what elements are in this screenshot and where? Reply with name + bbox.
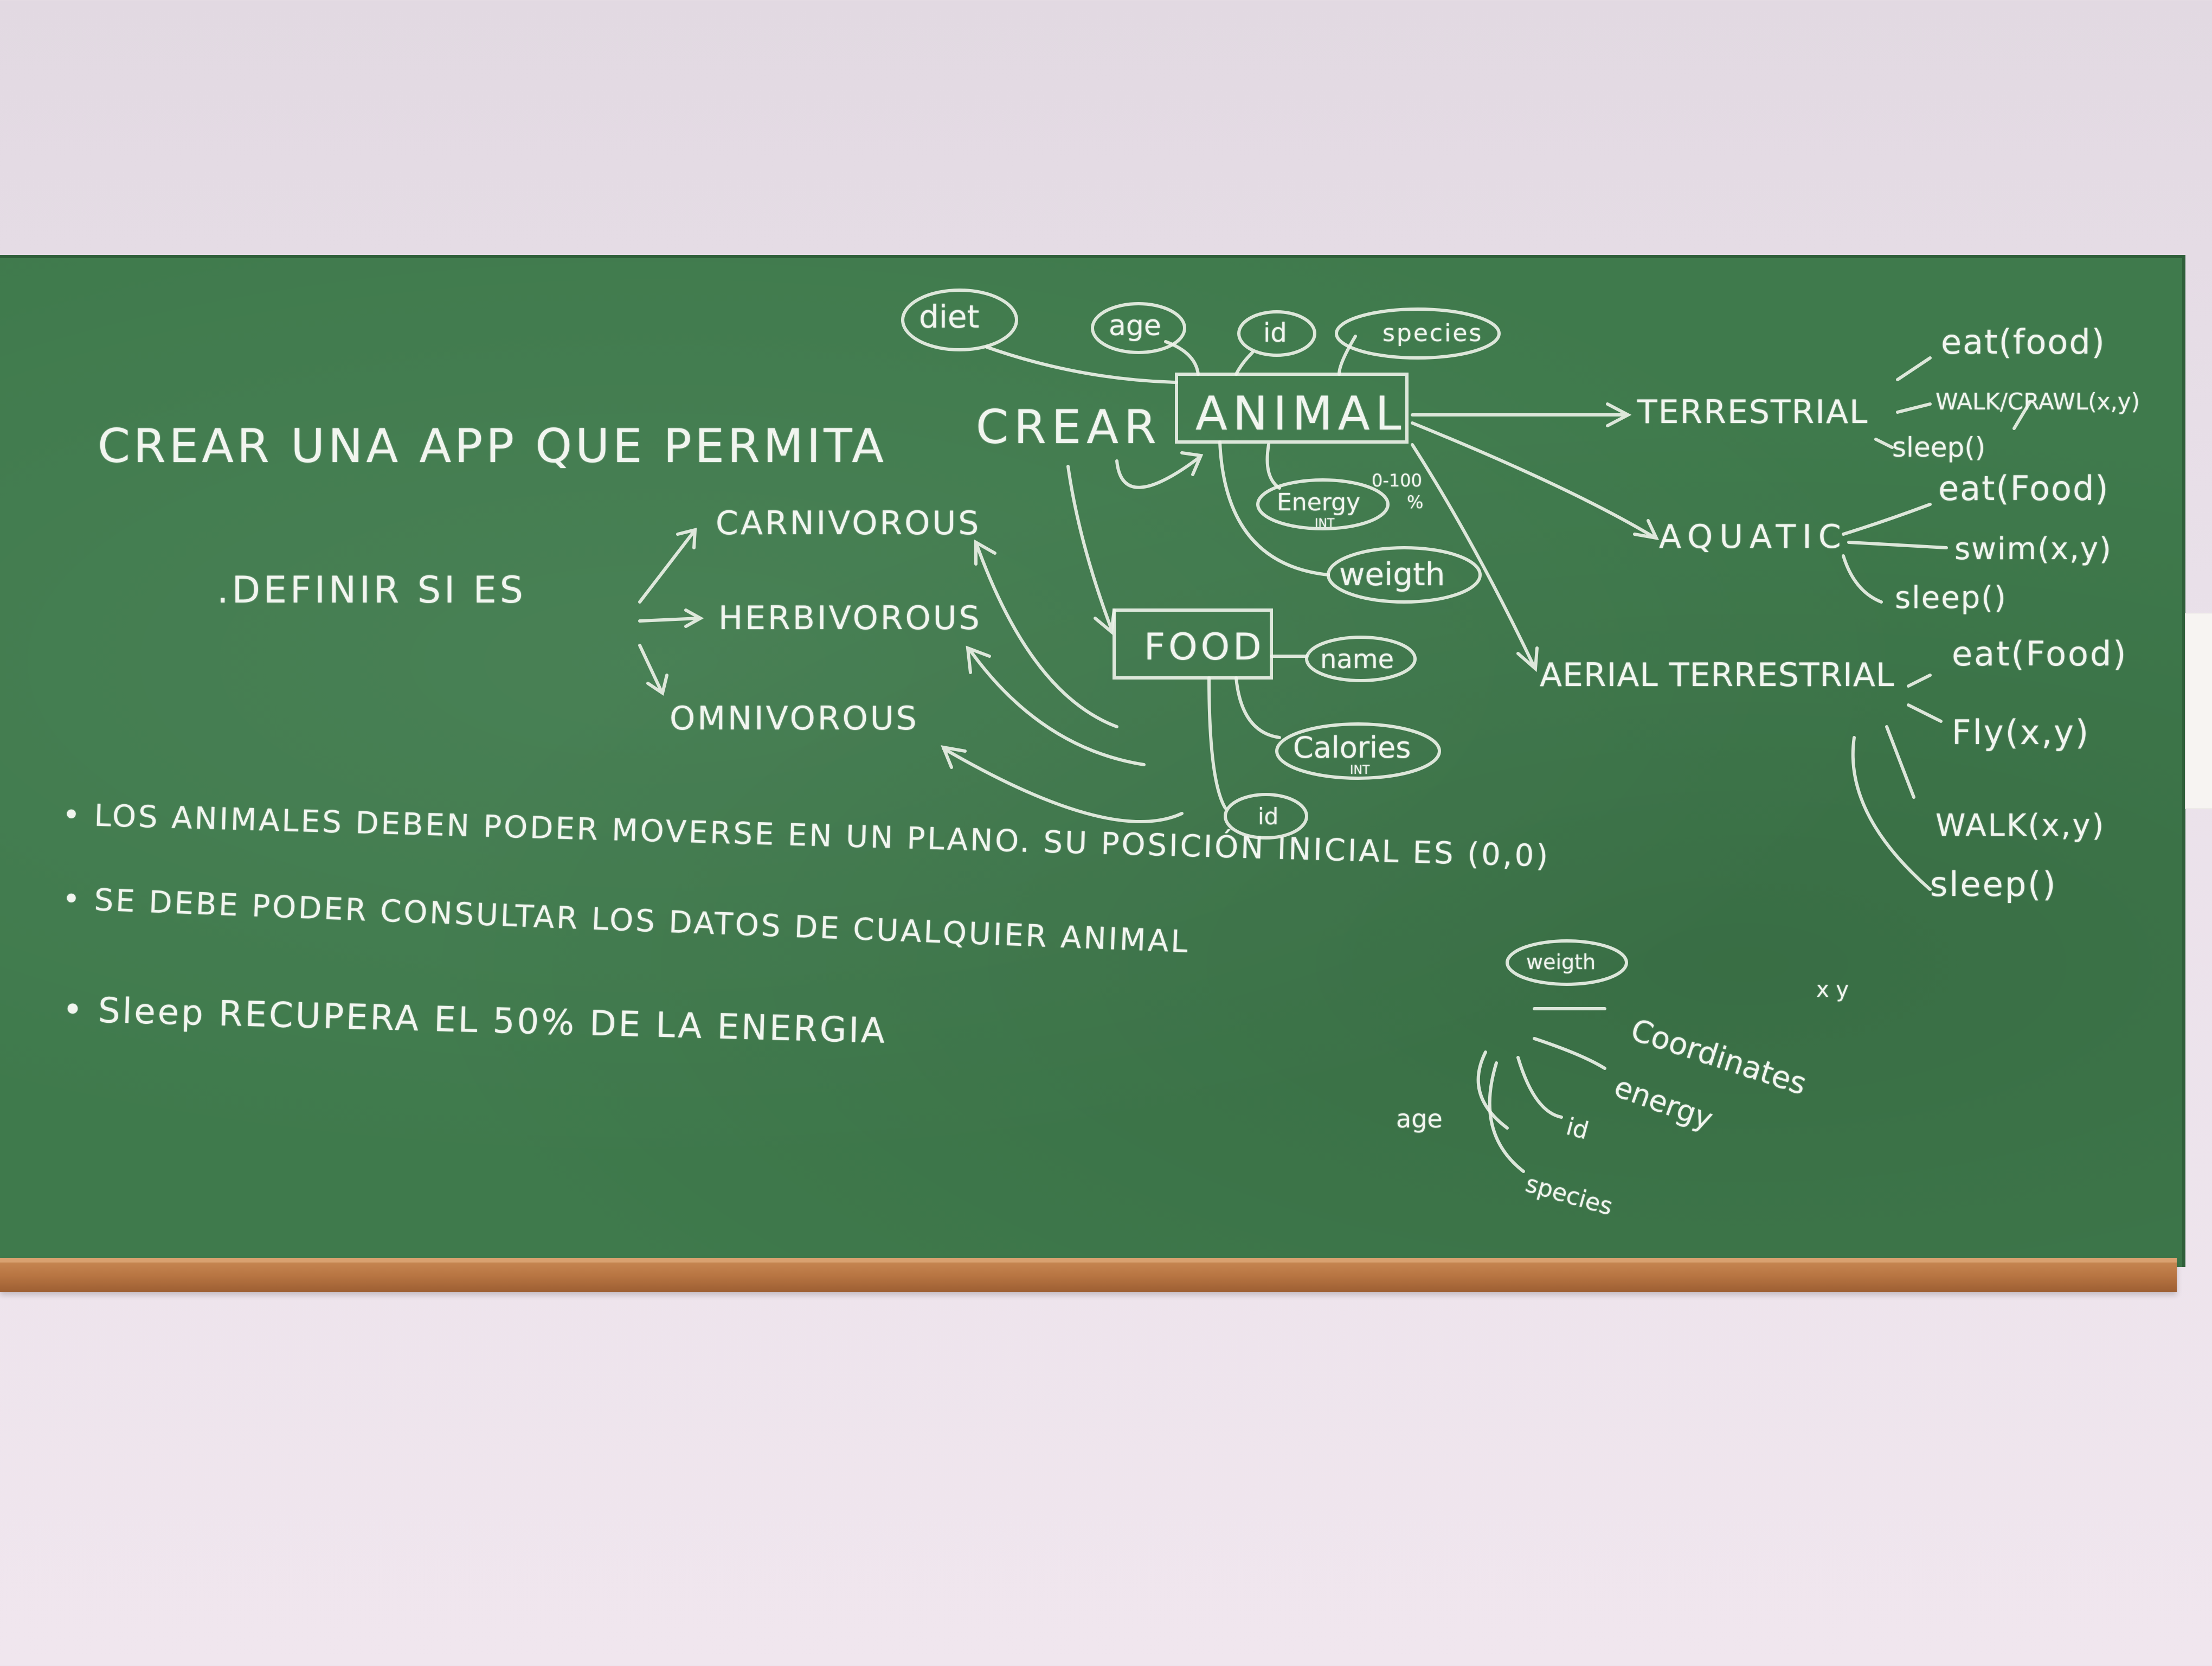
aerial-method-walk: WALK(x,y) — [1935, 808, 2106, 843]
id-connector — [1234, 351, 1254, 376]
food-calories-connector — [1234, 676, 1281, 739]
terrestrial-method-eat: eat(food) — [1941, 322, 2106, 362]
weigth-connector — [1218, 440, 1330, 576]
terrestrial-method-sleep: sleep() — [1892, 432, 1986, 463]
diet-label: diet — [919, 298, 980, 335]
query-weigth-label: weigth — [1526, 950, 1596, 974]
age-label: age — [1109, 310, 1161, 342]
id-bubble — [1237, 310, 1316, 357]
food-omnivorous-arrow — [941, 745, 1184, 823]
aquatic-method-swim: swim(x,y) — [1954, 531, 2112, 567]
terrestrial-method-walk: WALK/CRAWL(x,y) — [1935, 388, 2140, 415]
species-bubble — [1335, 307, 1501, 360]
food-id-connector — [1207, 676, 1227, 810]
species-label: species — [1382, 319, 1483, 347]
query-id-line — [1516, 1056, 1563, 1119]
chalk-tray-lip — [0, 1258, 2177, 1263]
aquatic-methods-lines — [1842, 503, 1948, 604]
diet-connector — [985, 345, 1178, 384]
weigth-label: weigth — [1339, 556, 1445, 593]
food-box — [1113, 608, 1273, 680]
type-aquatic: AQUATIC — [1659, 518, 1848, 556]
food-name-label: name — [1320, 644, 1394, 675]
aquatic-arrow — [1411, 421, 1660, 540]
food-label: FOOD — [1144, 626, 1265, 669]
definir-herbivorous-arrow — [638, 608, 704, 628]
aerial-method-fly: Fly(x,y) — [1952, 713, 2091, 752]
animal-box — [1175, 373, 1409, 444]
definir-carnivorous-arrow — [638, 528, 697, 604]
chalk-tray — [0, 1258, 2177, 1292]
aquatic-method-eat: eat(Food) — [1938, 469, 2110, 508]
aerial-method-eat: eat(Food) — [1952, 634, 2128, 674]
food-calories-type: INT — [1350, 764, 1370, 777]
food-calories-label: Calories — [1293, 731, 1411, 765]
type-aerial-terrestrial: AERIAL TERRESTRIAL — [1540, 656, 1895, 694]
aerial-arrow — [1411, 443, 1539, 672]
crear-label: CREAR — [976, 400, 1162, 454]
diet-carnivorous: CARNIVOROUS — [716, 504, 981, 542]
query-species-line — [1488, 1061, 1525, 1173]
calories-bubble — [1275, 722, 1441, 780]
animal-food-arrow — [1066, 465, 1116, 635]
title-line: CREAR UNA APP QUE PERMITA — [98, 419, 887, 473]
chalkboard — [0, 255, 2185, 1267]
energy-type-label: INT — [1315, 517, 1335, 530]
energy-connector — [1265, 443, 1281, 490]
definir-omnivorous-arrow — [638, 644, 668, 696]
animal-label: ANIMAL — [1195, 387, 1407, 441]
walk-crawl-slash — [2012, 400, 2032, 430]
energy-range-label: 0-100 — [1372, 470, 1422, 491]
xy-label: x y — [1816, 977, 1849, 1002]
query-weigth-bubble — [1506, 939, 1628, 986]
query-energy-line — [1533, 1037, 1606, 1070]
age-bubble — [1091, 302, 1186, 354]
food-id-label: id — [1258, 803, 1279, 830]
aquatic-method-sleep: sleep() — [1895, 580, 2007, 616]
energy-label: Energy — [1277, 489, 1361, 516]
crear-animal-arrow — [1115, 451, 1204, 489]
age-connector — [1164, 340, 1200, 376]
definir-label: .DEFINIR SI ES — [217, 569, 526, 612]
aerial-method-sleep: sleep() — [1930, 864, 2057, 904]
diet-omnivorous: OMNIVOROUS — [670, 700, 919, 738]
food-carnivorous-arrow — [974, 539, 1118, 728]
food-id-bubble — [1224, 793, 1308, 840]
query-age-line — [1476, 1050, 1509, 1130]
query-age-label: age — [1396, 1104, 1443, 1133]
id-label: id — [1263, 318, 1287, 348]
energy-percent-label: % — [1407, 492, 1424, 512]
paper-note — [2185, 613, 2212, 809]
food-herbivorous-arrow — [966, 645, 1146, 766]
diet-herbivorous: HERBIVOROUS — [718, 599, 982, 637]
energy-bubble — [1256, 478, 1390, 530]
type-terrestrial: TERRESTRIAL — [1637, 393, 1869, 431]
terrestrial-methods-lines — [1874, 356, 1932, 449]
species-connector — [1338, 335, 1357, 376]
name-bubble — [1305, 636, 1417, 682]
terrestrial-arrow — [1411, 402, 1632, 427]
aerial-methods-lines — [1851, 674, 1943, 891]
diet-bubble — [901, 289, 1018, 351]
